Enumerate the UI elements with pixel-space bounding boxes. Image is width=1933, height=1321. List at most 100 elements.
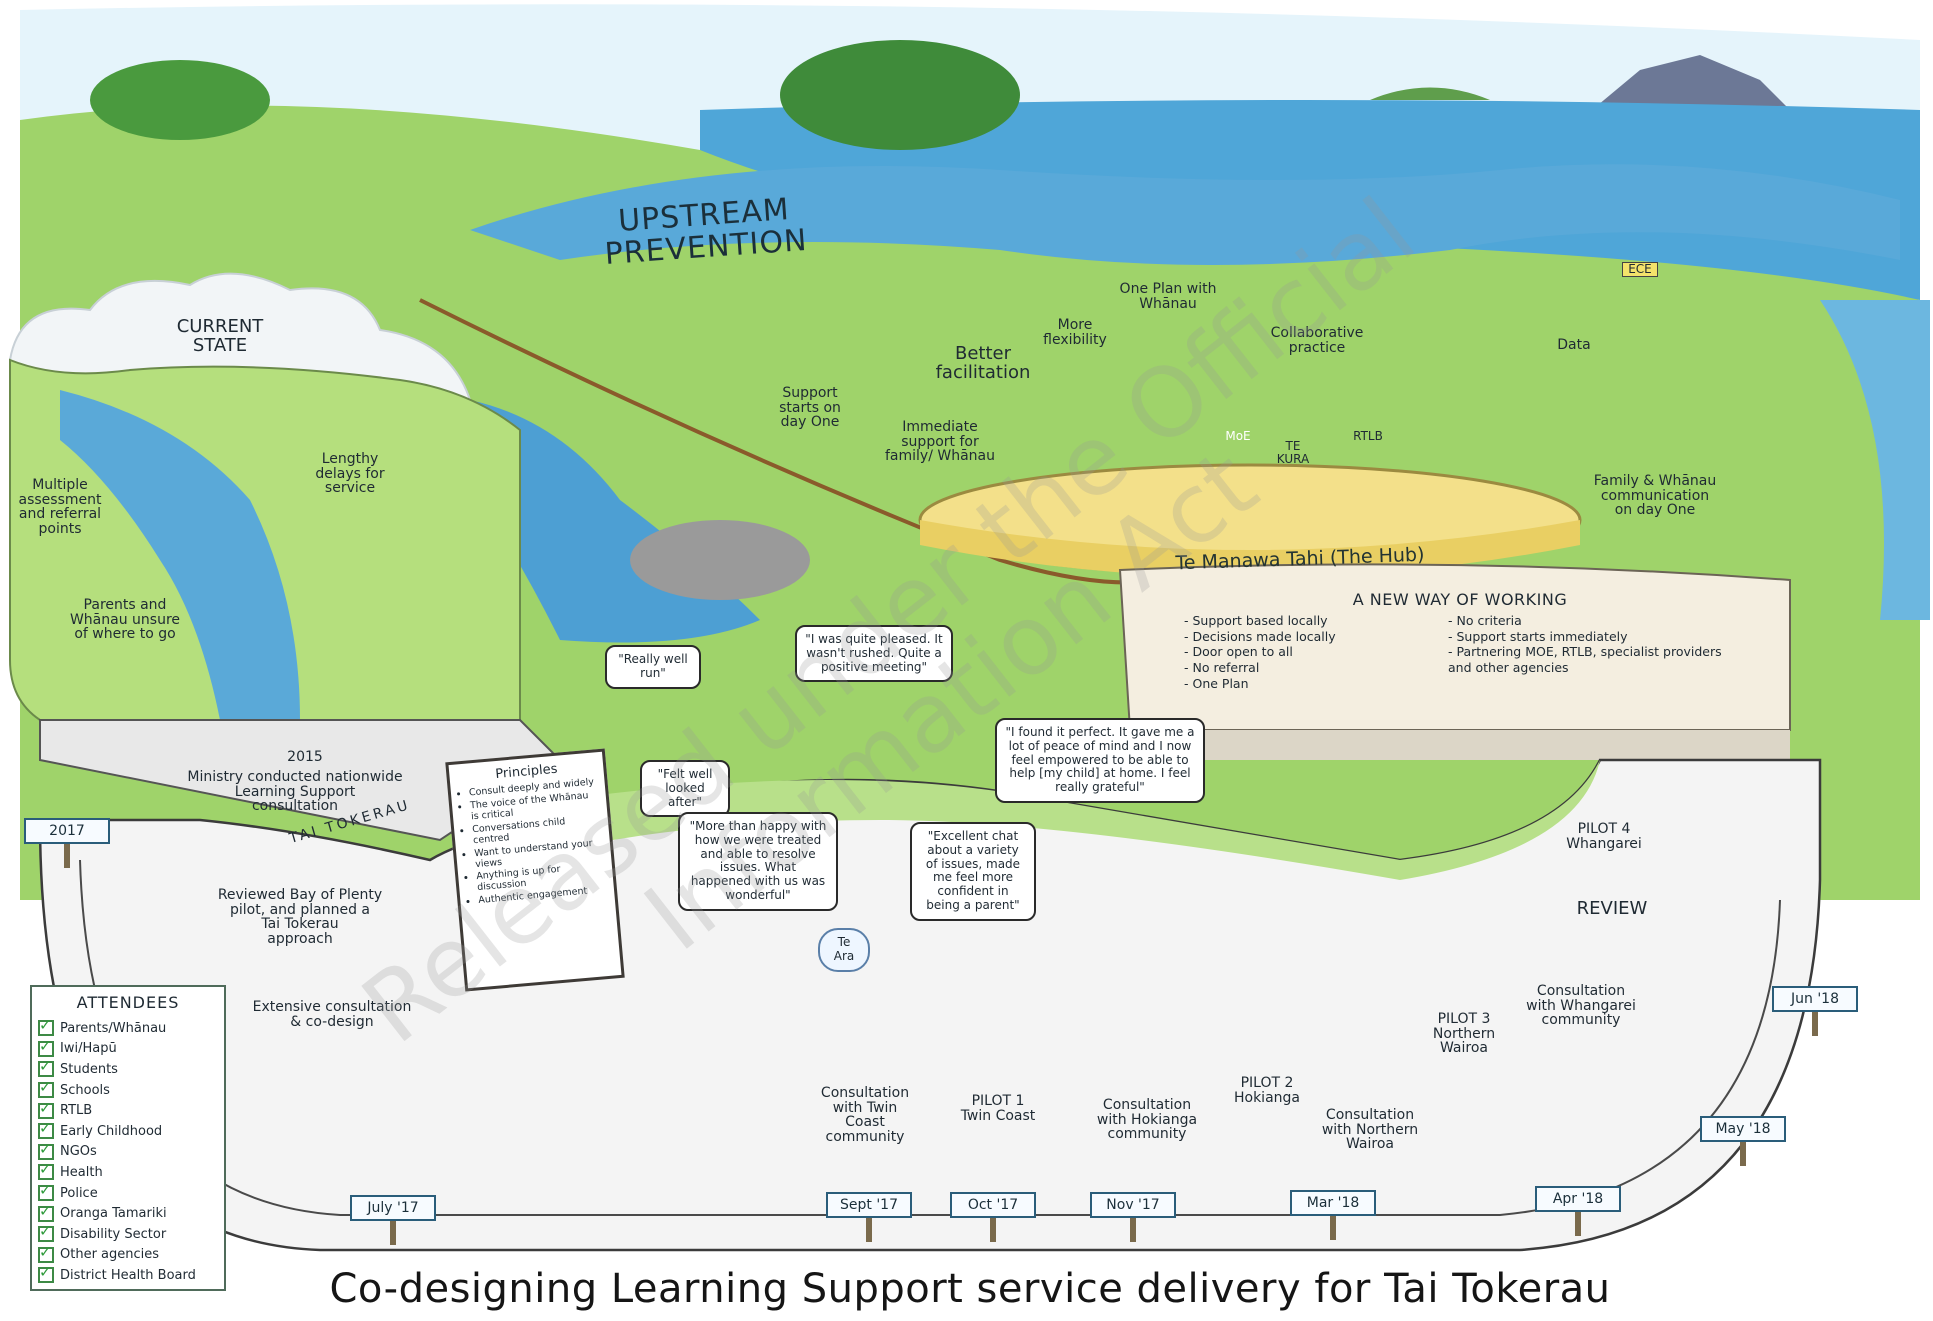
- checkbox-checked-icon: [38, 1222, 54, 1243]
- stage-consultation-northern-wairoa: Consultation with Northern Wairoa: [1321, 1107, 1419, 1153]
- checkbox-checked-icon: [38, 1181, 54, 1202]
- current-state-water: [60, 390, 300, 720]
- new-way-right-list: No criteria Support starts immediately P…: [1434, 613, 1748, 691]
- new-way-of-working-panel: A NEW WAY OF WORKING Support based local…: [1170, 590, 1750, 720]
- date-sign-jun-18: Jun '18: [1772, 986, 1858, 1036]
- attendee-label: Health: [60, 1164, 103, 1180]
- stage-review: REVIEW: [1576, 898, 1648, 919]
- attendee-label: NGOs: [60, 1144, 97, 1160]
- checkbox-checked-icon: [38, 1160, 54, 1181]
- shirt-label-rtlb: RTLB: [1353, 429, 1383, 443]
- quote-bubble-quite-pleased: "I was quite pleased. It wasn't rushed. …: [795, 625, 953, 683]
- attendees-list: ATTENDEES Parents/Whānau Iwi/Hapū Studen…: [30, 985, 226, 1291]
- attendee-label: Oranga Tamariki: [60, 1206, 167, 1222]
- tree-cluster-left: [90, 60, 270, 140]
- checkbox-checked-icon: [38, 1099, 54, 1119]
- attendee-row: Disability Sector: [38, 1222, 218, 1245]
- ece-sign: ECE: [1622, 262, 1658, 277]
- plinth-steps: [1130, 730, 1790, 760]
- attendee-row: Schools: [38, 1078, 218, 1101]
- stage-pilot-3: PILOT 3 Northern Wairoa: [1432, 1011, 1496, 1057]
- new-way-item: Door open to all: [1184, 644, 1424, 660]
- new-way-item: Support starts immediately: [1448, 629, 1748, 645]
- stage-extensive-consultation: Extensive consultation & co-design: [252, 999, 412, 1030]
- quote-bubble-excellent-chat: "Excellent chat about a variety of issue…: [910, 822, 1036, 921]
- checkbox-checked-icon: [38, 1202, 54, 1222]
- new-way-left-list: Support based locally Decisions made loc…: [1170, 613, 1424, 691]
- stage-consultation-hokianga: Consultation with Hokianga community: [1096, 1097, 1198, 1143]
- attendee-label: Other agencies: [60, 1247, 160, 1263]
- checkbox-checked-icon: [38, 1263, 54, 1284]
- new-way-item: Support based locally: [1184, 613, 1424, 629]
- attendee-row: Oranga Tamariki: [38, 1202, 218, 1224]
- attendee-label: Schools: [60, 1082, 110, 1098]
- checkbox-checked-icon: [38, 1037, 54, 1057]
- thought-bubble-te-ara: Te Ara: [818, 928, 870, 972]
- attendee-label: District Health Board: [60, 1267, 196, 1283]
- attendee-row: RTLB: [38, 1099, 218, 1121]
- upstream-label-family-communication: Family & Whānau communication on day One: [1593, 473, 1717, 519]
- date-sign-nov-17: Nov '17: [1090, 1192, 1176, 1242]
- page-title: Co-designing Learning Support service de…: [329, 1266, 1611, 1312]
- current-state-note-multiple-assessment: Multiple assessment and referral points: [18, 477, 102, 538]
- new-way-item: No referral: [1184, 660, 1424, 676]
- attendee-row: Parents/Whānau: [38, 1016, 218, 1039]
- quote-bubble-really-well-run: "Really well run": [605, 645, 701, 689]
- inner-green: [560, 760, 1600, 880]
- attendee-label: Students: [60, 1061, 118, 1077]
- attendee-row: Early Childhood: [38, 1119, 218, 1142]
- quote-bubble-found-it-perfect: "I found it perfect. It gave me a lot of…: [995, 718, 1205, 803]
- attendee-label: Early Childhood: [60, 1123, 163, 1139]
- attendees-heading: ATTENDEES: [76, 993, 180, 1012]
- checkbox-checked-icon: [38, 1078, 54, 1099]
- stage-pilot-1: PILOT 1 Twin Coast: [960, 1093, 1036, 1124]
- rocks: [630, 520, 810, 600]
- checkbox-checked-icon: [38, 1016, 54, 1037]
- attendee-row: Iwi/Hapū: [38, 1037, 218, 1060]
- stage-pilot-2: PILOT 2 Hokianga: [1233, 1075, 1300, 1106]
- fence-line: [419, 298, 1161, 585]
- new-way-item: Decisions made locally: [1184, 629, 1424, 645]
- attendee-label: Disability Sector: [60, 1226, 167, 1242]
- upstream-label-one-plan: One Plan with Whānau: [1119, 281, 1217, 312]
- checkbox-checked-icon: [38, 1119, 54, 1140]
- quote-bubble-more-than-happy: "More than happy with how we were treate…: [678, 812, 838, 911]
- attendee-row: NGOs: [38, 1140, 218, 1163]
- attendee-row: Health: [38, 1160, 218, 1183]
- ministry-year: 2015: [287, 749, 323, 765]
- upstream-label-support-day-one: Support starts on day One: [779, 385, 841, 431]
- date-sign-may-18: May '18: [1700, 1116, 1786, 1166]
- upstream-label-immediate-support: Immediate support for family/ Whānau: [885, 419, 995, 465]
- island: [1370, 87, 1490, 100]
- stage-reviewed-bop: Reviewed Bay of Plenty pilot, and planne…: [217, 887, 383, 948]
- attendee-label: Police: [60, 1185, 98, 1201]
- new-way-item: Partnering MOE, RTLB, specialist provide…: [1448, 644, 1748, 675]
- upstream-label-collaborative-practice: Collaborative practice: [1270, 325, 1364, 356]
- new-way-item: No criteria: [1448, 613, 1748, 629]
- date-sign-jul-17: July '17: [350, 1195, 436, 1245]
- attendee-row: Other agencies: [38, 1243, 218, 1266]
- stage-consultation-twin-coast: Consultation with Twin Coast community: [820, 1085, 910, 1146]
- attendee-row: District Health Board: [38, 1263, 218, 1286]
- upstream-river: [470, 164, 1900, 265]
- attendee-label: RTLB: [60, 1103, 93, 1119]
- upstream-label-better-facilitation: Better facilitation: [935, 343, 1031, 383]
- date-sign-oct-17: Oct '17: [950, 1192, 1036, 1242]
- upstream-label-more-flexibility: More flexibility: [1043, 317, 1107, 348]
- shirt-label-te-kura: TE KURA: [1276, 439, 1310, 466]
- current-state-note-parents-unsure: Parents and Whānau unsure of where to go: [69, 597, 181, 643]
- stage-pilot-4: PILOT 4 Whangarei: [1566, 821, 1642, 852]
- attendee-label: Iwi/Hapū: [60, 1041, 117, 1057]
- shirt-label-moe: MoE: [1225, 429, 1251, 443]
- new-way-item: One Plan: [1184, 676, 1424, 692]
- current-state-heading: CURRENT STATE: [176, 316, 264, 356]
- date-sign-mar-18: Mar '18: [1290, 1190, 1376, 1240]
- new-way-heading: A NEW WAY OF WORKING: [1352, 590, 1568, 609]
- checkbox-checked-icon: [38, 1057, 54, 1078]
- tree-cluster: [780, 40, 1020, 150]
- attendee-label: Parents/Whānau: [60, 1020, 167, 1036]
- stage-consultation-whangarei: Consultation with Whangarei community: [1526, 983, 1636, 1029]
- date-sign-sep-17: Sept '17: [826, 1192, 912, 1242]
